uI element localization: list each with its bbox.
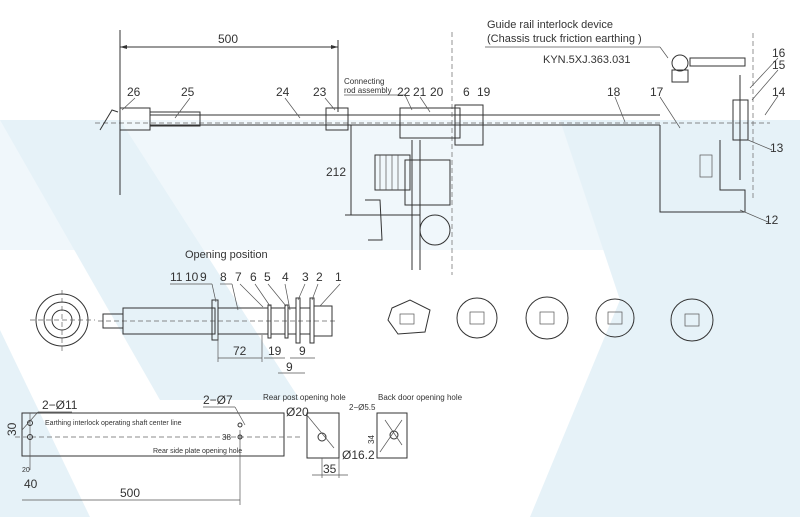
dim-40: 40 — [24, 477, 38, 491]
part-label: 10 — [185, 270, 199, 284]
part-label: 25 — [181, 85, 195, 99]
d20-label: Ø20 — [286, 405, 309, 419]
center-line-label: Earthing interlock operating shaft cente… — [45, 420, 182, 427]
part-label: 16 — [772, 46, 786, 60]
dim-500: 500 — [218, 32, 238, 46]
dim-72: 72 — [233, 344, 247, 358]
rear-post-label: Rear post opening hole — [263, 393, 346, 402]
right-interlock-box — [659, 75, 749, 213]
dim-35: 35 — [323, 462, 337, 476]
part-23 — [325, 107, 349, 131]
part-label: 6 — [250, 270, 257, 284]
d162-label: Ø16.2 — [342, 448, 375, 462]
connecting-rod-label: Connecting — [344, 77, 384, 86]
guide-rail-code: KYN.5XJ.363.031 — [543, 54, 630, 66]
part-label: 7 — [235, 270, 242, 284]
cam-profiles — [387, 296, 714, 342]
part-22-19-group — [399, 107, 461, 139]
part-label: 21 — [413, 85, 427, 99]
dim-20: 20 — [22, 467, 30, 474]
breaker-mechanism — [365, 140, 451, 270]
dim-34: 34 — [367, 435, 376, 444]
part-label: 17 — [650, 85, 664, 99]
dim-38: 38 — [222, 433, 231, 442]
part-label: 3 — [302, 270, 309, 284]
part-label: 14 — [772, 85, 786, 99]
top-assembly-view: 500 212 — [95, 19, 786, 275]
rear-post-plate — [306, 412, 340, 459]
part-label: 12 — [765, 213, 779, 227]
dim-9: 9 — [286, 360, 293, 374]
dim-500: 500 — [120, 486, 140, 500]
guide-rail-label: (Chassis truck friction earthing ) — [487, 33, 642, 45]
back-door-label: Back door opening hole — [378, 393, 463, 402]
rear-side-plate-label: Rear side plate opening hole — [153, 448, 242, 455]
part-label: 15 — [772, 58, 786, 72]
part-label: 8 — [220, 270, 227, 284]
part-label: 11 — [170, 270, 183, 284]
hole-55-label: 2−Ø5.5 — [349, 403, 376, 412]
hole-11-label: 2−Ø11 — [42, 398, 78, 412]
part-label: 4 — [282, 270, 289, 284]
hole-layout-view: 2−Ø11 2−Ø7 Earthing interlock operating … — [5, 393, 463, 505]
background-watermark — [0, 120, 800, 517]
leader-lines — [121, 46, 779, 223]
connecting-rod-label: rod assembly — [344, 86, 392, 95]
opening-position-title: Opening position — [185, 249, 268, 261]
part-label: 2 — [316, 270, 323, 284]
part-label: 1 — [335, 270, 342, 284]
part-label: 23 — [313, 85, 327, 99]
part-25 — [149, 111, 201, 127]
part-label: 9 — [200, 270, 207, 284]
dim-9: 9 — [299, 344, 306, 358]
part-label: 19 — [477, 85, 491, 99]
part-label: 22 — [397, 85, 411, 99]
part-label: 26 — [127, 85, 141, 99]
dim-30: 30 — [5, 422, 19, 436]
opening-position-view: Opening position 72 19 9 9 11 10 9 8 7 6 — [30, 249, 714, 374]
guide-rail-device — [671, 54, 746, 83]
hole-7-label: 2−Ø7 — [203, 393, 233, 407]
dim-212: 212 — [326, 165, 346, 179]
guide-rail-label: Guide rail interlock device — [487, 19, 613, 31]
part-label: 6 — [463, 85, 470, 99]
part-label: 20 — [430, 85, 444, 99]
part-label: 18 — [607, 85, 621, 99]
part-label: 13 — [770, 141, 784, 155]
back-door-plate — [376, 412, 408, 459]
dim-19: 19 — [268, 344, 282, 358]
part-label: 5 — [264, 270, 271, 284]
part-label: 24 — [276, 85, 290, 99]
rear-side-plate — [21, 412, 285, 457]
